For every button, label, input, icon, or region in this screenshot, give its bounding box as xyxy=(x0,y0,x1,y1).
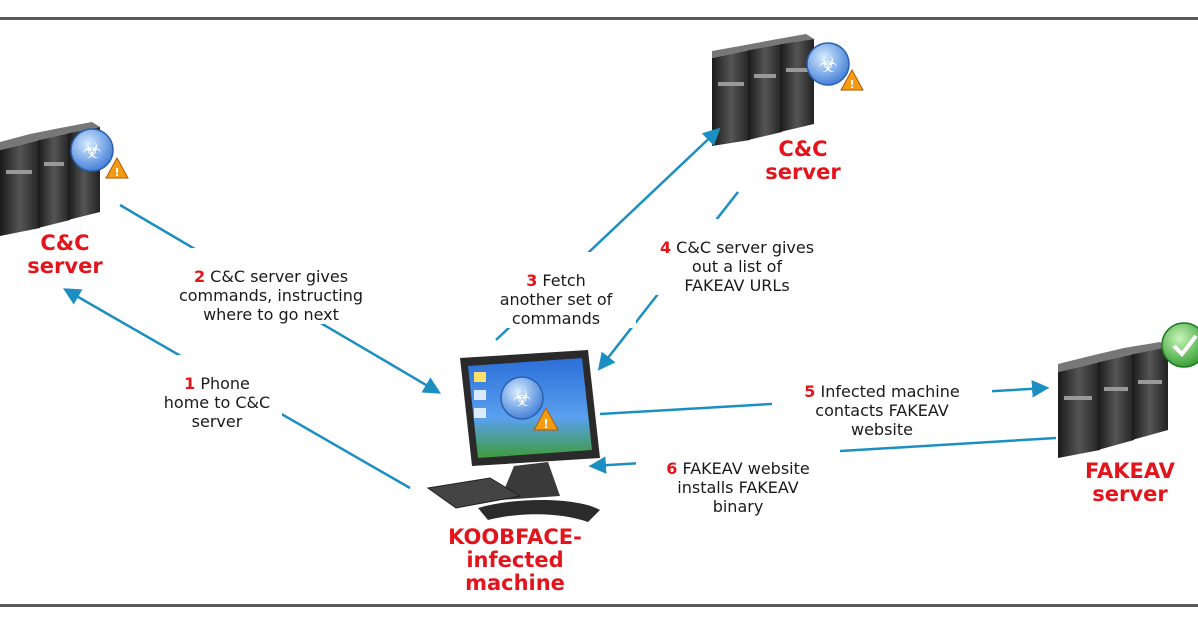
bottom-border xyxy=(0,604,1198,607)
cnc-server-left-icon: ☣ ! xyxy=(0,122,129,236)
fakeav-server-title: FAKEAV server xyxy=(1085,459,1175,506)
step-text: Phone home to C&C server xyxy=(163,374,271,431)
top-border xyxy=(0,17,1198,20)
step-number: 2 xyxy=(193,267,206,286)
svg-text:☣: ☣ xyxy=(512,387,532,412)
step-number: 3 xyxy=(526,271,538,290)
step-4-label: 4 C&C server gives out a list of FAKEAV … xyxy=(632,219,842,295)
step-number: 6 xyxy=(666,459,678,478)
svg-text:!: ! xyxy=(114,166,119,179)
shield-check-icon xyxy=(1161,322,1198,368)
step-6-label: 6 FAKEAV website installs FAKEAV binary xyxy=(636,440,840,516)
step-3-label: 3 Fetch another set of commands xyxy=(476,252,636,328)
step-text: C&C server gives out a list of FAKEAV UR… xyxy=(676,238,815,295)
svg-text:!: ! xyxy=(849,78,854,91)
biohazard-icon xyxy=(500,376,544,420)
fakeav-server-icon xyxy=(1058,322,1198,458)
cnc-server-right-title: C&C server xyxy=(765,137,841,184)
cnc-server-right-icon: ☣ ! xyxy=(712,34,864,146)
step-number: 5 xyxy=(804,382,816,401)
warning-icon xyxy=(533,406,559,431)
warning-icon xyxy=(840,68,864,91)
step-text: Fetch another set of commands xyxy=(499,271,613,328)
keyboard-icon xyxy=(426,477,522,509)
step-text: FAKEAV website installs FAKEAV binary xyxy=(677,459,810,516)
svg-text:!: ! xyxy=(543,417,548,431)
step-text: Infected machine contacts FAKEAV website xyxy=(815,382,960,439)
svg-text:☣: ☣ xyxy=(818,53,838,78)
warning-icon xyxy=(105,156,129,179)
cnc-server-left-title: C&C server xyxy=(27,231,103,278)
step-1-label: 1 Phone home to C&C server xyxy=(152,355,282,431)
step-5-label: 5 Infected machine contacts FAKEAV websi… xyxy=(772,363,992,439)
biohazard-icon xyxy=(806,42,850,86)
step-2-label: 2 C&C server gives commands, instructing… xyxy=(146,248,396,324)
svg-text:☣: ☣ xyxy=(82,139,102,164)
step-text: C&C server gives commands, instructing w… xyxy=(178,267,364,324)
step-number: 4 xyxy=(659,238,672,257)
infected-machine-title: KOOBFACE- infected machine xyxy=(448,525,582,595)
step-number: 1 xyxy=(184,374,196,393)
infected-computer-icon: ☣ ! xyxy=(426,350,600,522)
biohazard-icon xyxy=(70,128,114,172)
